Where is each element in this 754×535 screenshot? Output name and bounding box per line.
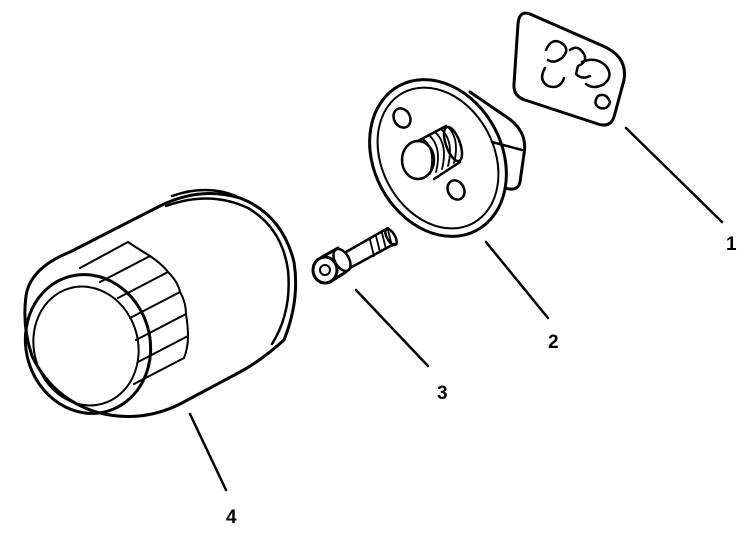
oil-filter-icon	[23, 188, 298, 418]
bolt-icon	[311, 226, 398, 285]
callout-1: 1	[726, 234, 737, 255]
leader-line-2	[484, 240, 550, 320]
leader-lines	[188, 126, 724, 492]
leader-line-4	[188, 412, 228, 492]
callout-2: 2	[548, 332, 559, 353]
callout-4: 4	[226, 507, 237, 528]
leader-line-1	[624, 126, 724, 224]
filter-adapter-icon	[368, 78, 527, 238]
gasket-icon	[512, 11, 627, 127]
leader-line-3	[354, 288, 430, 368]
callout-3: 3	[437, 383, 448, 404]
